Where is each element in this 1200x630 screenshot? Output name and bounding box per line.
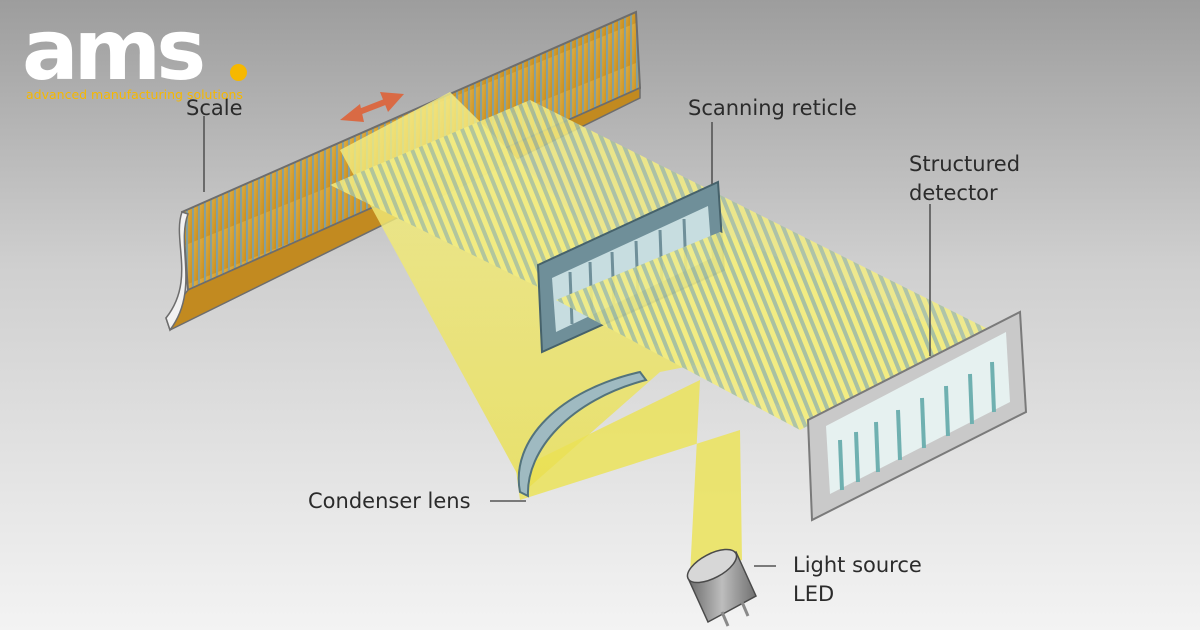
label-scanning-reticle: Scanning reticle [688,96,857,120]
label-scale: Scale [186,96,243,120]
light-beam-transmitted [556,232,970,430]
label-structured-detector: Structured detector [909,150,1020,208]
led-light-source [686,548,757,627]
label-light-source: Light source LED [793,551,922,609]
label-structured-detector-line1: Structured [909,152,1021,176]
label-structured-detector-line2: detector [909,181,998,205]
logo-wordmark: ams [22,1,206,99]
structured-detector [806,310,1028,522]
label-light-source-line2: LED [793,582,835,606]
condenser-lens [517,370,648,498]
light-cone-lower [516,380,742,575]
logo-tagline: advanced manufacturing solutions [26,87,243,102]
logo-dot [230,64,247,81]
double-arrow-icon [340,92,404,122]
label-condenser-lens: Condenser lens [308,489,471,513]
ams-logo: ams advanced manufacturing solutions [22,8,262,112]
label-light-source-line1: Light source [793,553,922,577]
